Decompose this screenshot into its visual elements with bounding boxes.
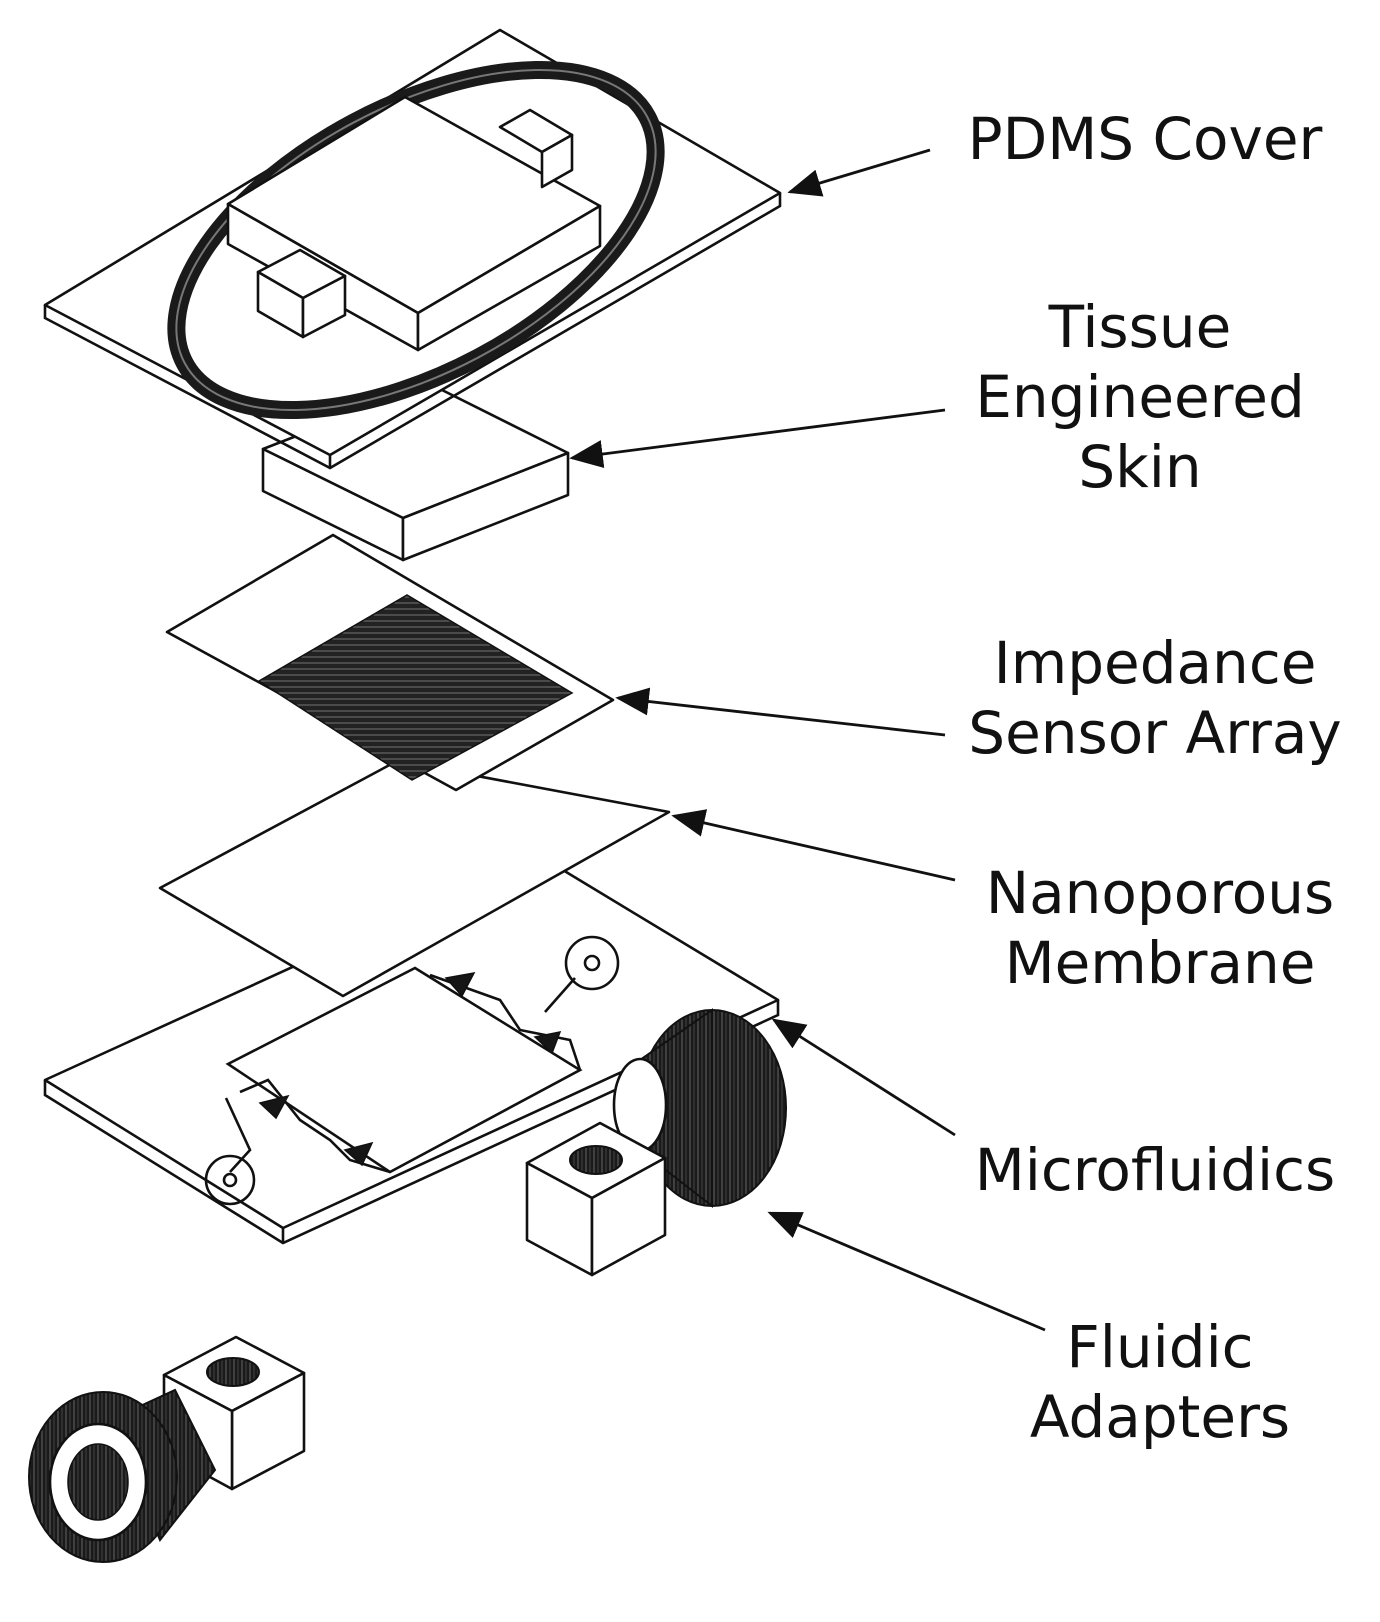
fluidic-adapter-2	[28, 1335, 306, 1563]
label-fluidic-adapters: Fluidic Adapters	[1029, 1313, 1291, 1451]
label-impedance-sensor: Impedance Sensor Array	[968, 629, 1342, 767]
arrow-sensor	[615, 687, 946, 737]
arrow-microfluidics	[771, 1018, 956, 1137]
arrow-pdms	[787, 148, 931, 197]
label-microfluidics: Microfluidics	[974, 1136, 1336, 1204]
arrow-skin	[569, 408, 946, 468]
arrow-adapters	[767, 1211, 1046, 1332]
fluidic-adapter	[525, 1008, 787, 1277]
label-pdms-cover: PDMS Cover	[967, 105, 1323, 173]
pdms-cover-layer	[43, 28, 782, 470]
label-tissue-skin: Tissue Engineered Skin	[975, 293, 1305, 501]
sensor-array-layer	[165, 533, 615, 792]
arrow-membrane	[671, 809, 956, 882]
label-nanoporous-membrane: Nanoporous Membrane	[985, 859, 1335, 997]
membrane-layer	[158, 759, 671, 998]
tissue-skin-block	[261, 382, 570, 562]
